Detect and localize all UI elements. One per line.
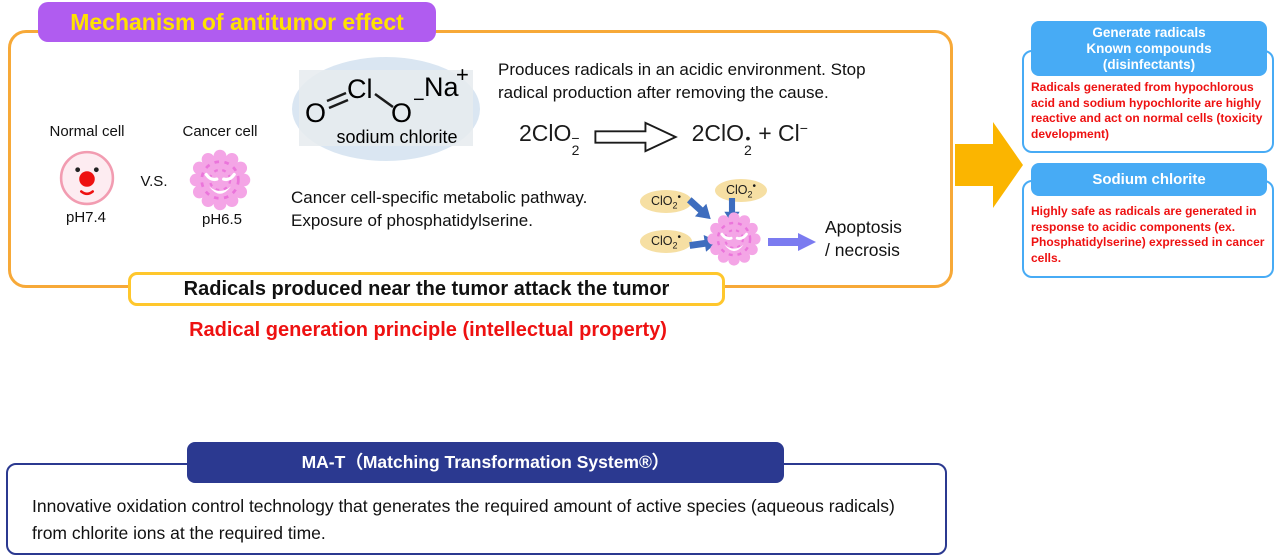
radical-bubble: ClO2• <box>715 179 767 202</box>
cancer-cell-target-icon <box>707 212 761 266</box>
normal-cell-icon <box>59 150 115 206</box>
cancer-cell-ph: pH6.5 <box>201 211 243 228</box>
principle-text: Radical generation principle (intellectu… <box>189 319 667 341</box>
metabolic-pathway-text: Cancer cell-specific metabolic pathway. … <box>291 188 588 230</box>
sodium-chlorite-structure: O Cl O − Na + sodium chlorite <box>292 57 480 161</box>
cancer-cell-label: Cancer cell <box>182 123 258 140</box>
big-right-arrow-icon <box>955 122 1023 208</box>
vs-label: V.S. <box>140 173 168 190</box>
radical-bubble: ClO2• <box>640 190 692 213</box>
atom-o-right: O <box>391 98 412 128</box>
acidic-environment-text: Produces radicals in an acidic environme… <box>498 60 866 102</box>
mat-description-text: Innovative oxidation control technology … <box>32 496 895 543</box>
mechanism-panel: Normal cell pH7.4 V.S. Cancer cell <box>8 30 953 288</box>
atom-na: Na <box>424 72 459 102</box>
normal-cell-ph: pH7.4 <box>65 209 107 226</box>
apoptosis-arrow-icon <box>768 233 816 251</box>
normal-cell-label: Normal cell <box>49 123 125 140</box>
reaction-equation: 2ClO−2 2ClO•2 + Cl− <box>519 117 808 157</box>
page-title: Mechanism of antitumor effect <box>38 2 436 42</box>
charge-minus: − <box>413 89 425 111</box>
atom-cl: Cl <box>347 74 373 104</box>
sodium-chlorite-body: Highly safe as radicals are generated in… <box>1031 204 1265 265</box>
known-compounds-header: Generate radicals Known compounds (disin… <box>1031 21 1267 76</box>
apoptosis-text: Apoptosis / necrosis <box>825 217 902 260</box>
mat-header: MA-T（Matching Transformation System®） <box>187 442 784 483</box>
radical-bubble: ClO2• <box>640 230 692 253</box>
charge-plus: + <box>456 62 469 87</box>
attack-arrow-icon <box>686 197 711 220</box>
atom-o-left: O <box>305 98 326 128</box>
sodium-chlorite-box <box>1022 180 1274 278</box>
structure-caption: sodium chlorite <box>336 127 457 147</box>
banner-radicals-attack: Radicals produced near the tumor attack … <box>128 272 725 306</box>
equation-rhs: 2ClO•2 + Cl− <box>691 119 808 158</box>
cancer-cell-icon <box>189 149 251 211</box>
sodium-chlorite-header: Sodium chlorite <box>1031 163 1267 196</box>
known-compounds-body: Radicals generated from hypochlorous aci… <box>1031 80 1263 141</box>
reaction-arrow-icon <box>594 121 678 153</box>
equation-lhs: 2ClO−2 <box>519 119 580 158</box>
